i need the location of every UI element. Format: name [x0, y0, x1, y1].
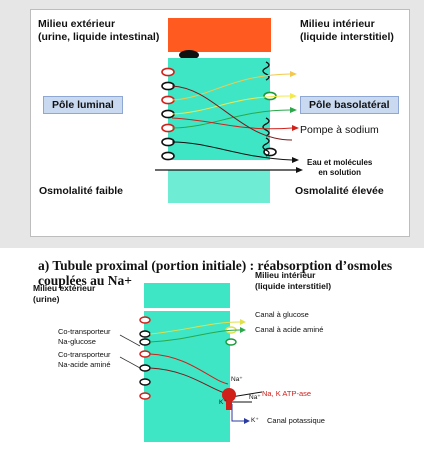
bottom-cell	[144, 311, 230, 442]
cotransporter-na-amino-acid-label: Co-transporteur Na-acide aminé	[58, 350, 111, 369]
canal-potassique-label: Canal potassique	[267, 416, 325, 425]
na-plus-exit-label: Na⁺	[249, 394, 261, 401]
bottom-upper-block	[144, 283, 230, 308]
top-arrowheads	[290, 71, 303, 173]
k-plus-entry-label: K⁺	[219, 399, 227, 406]
top-luminal-transporters	[161, 67, 175, 161]
pole-luminal-label: Pôle luminal	[43, 96, 123, 114]
top-outer-medium-label: Milieu extérieur (urine, liquide intesti…	[38, 18, 160, 43]
top-inner-medium-label: Milieu intérieur (liquide interstitiel)	[300, 18, 394, 43]
cotransporter-na-glucose-label: Co-transporteur Na-glucose	[58, 327, 111, 346]
na-k-pump-stem	[226, 400, 232, 410]
osmolality-high-label: Osmolalité élevée	[295, 185, 384, 197]
pole-basolateral-label: Pôle basolatéral	[300, 96, 399, 114]
bottom-arrowheads	[240, 319, 250, 424]
top-flux-arrows	[155, 73, 296, 171]
k-plus-exit-label: K⁺	[251, 417, 259, 424]
top-basolateral-spirals	[262, 61, 270, 157]
bottom-inner-medium-label: Milieu intérieur (liquide interstitiel)	[255, 270, 332, 291]
bottom-label-pointers	[119, 334, 141, 369]
top-tight-junction	[179, 50, 199, 60]
top-lower-block	[168, 170, 270, 203]
osmolality-low-label: Osmolalité faible	[39, 185, 124, 197]
water-label: Eau et molécules en solution	[307, 158, 373, 177]
na-k-pump	[222, 388, 236, 402]
top-cell	[168, 58, 270, 160]
pump-label: Pompe à sodium	[300, 124, 379, 136]
figure-caption: a) Tubule proximal (portion initiale) : …	[38, 258, 393, 288]
na-plus-label: Na⁺	[231, 376, 243, 383]
canal-glucose-label: Canal à glucose	[255, 310, 309, 319]
na-k-atpase-label: Na, K ATP-ase	[262, 389, 312, 398]
top-upper-block	[168, 18, 271, 52]
canal-amino-acid-label: Canal à acide aminé	[255, 325, 324, 334]
bottom-outer-medium-label: Milieu extérieur (urine)	[33, 283, 96, 304]
